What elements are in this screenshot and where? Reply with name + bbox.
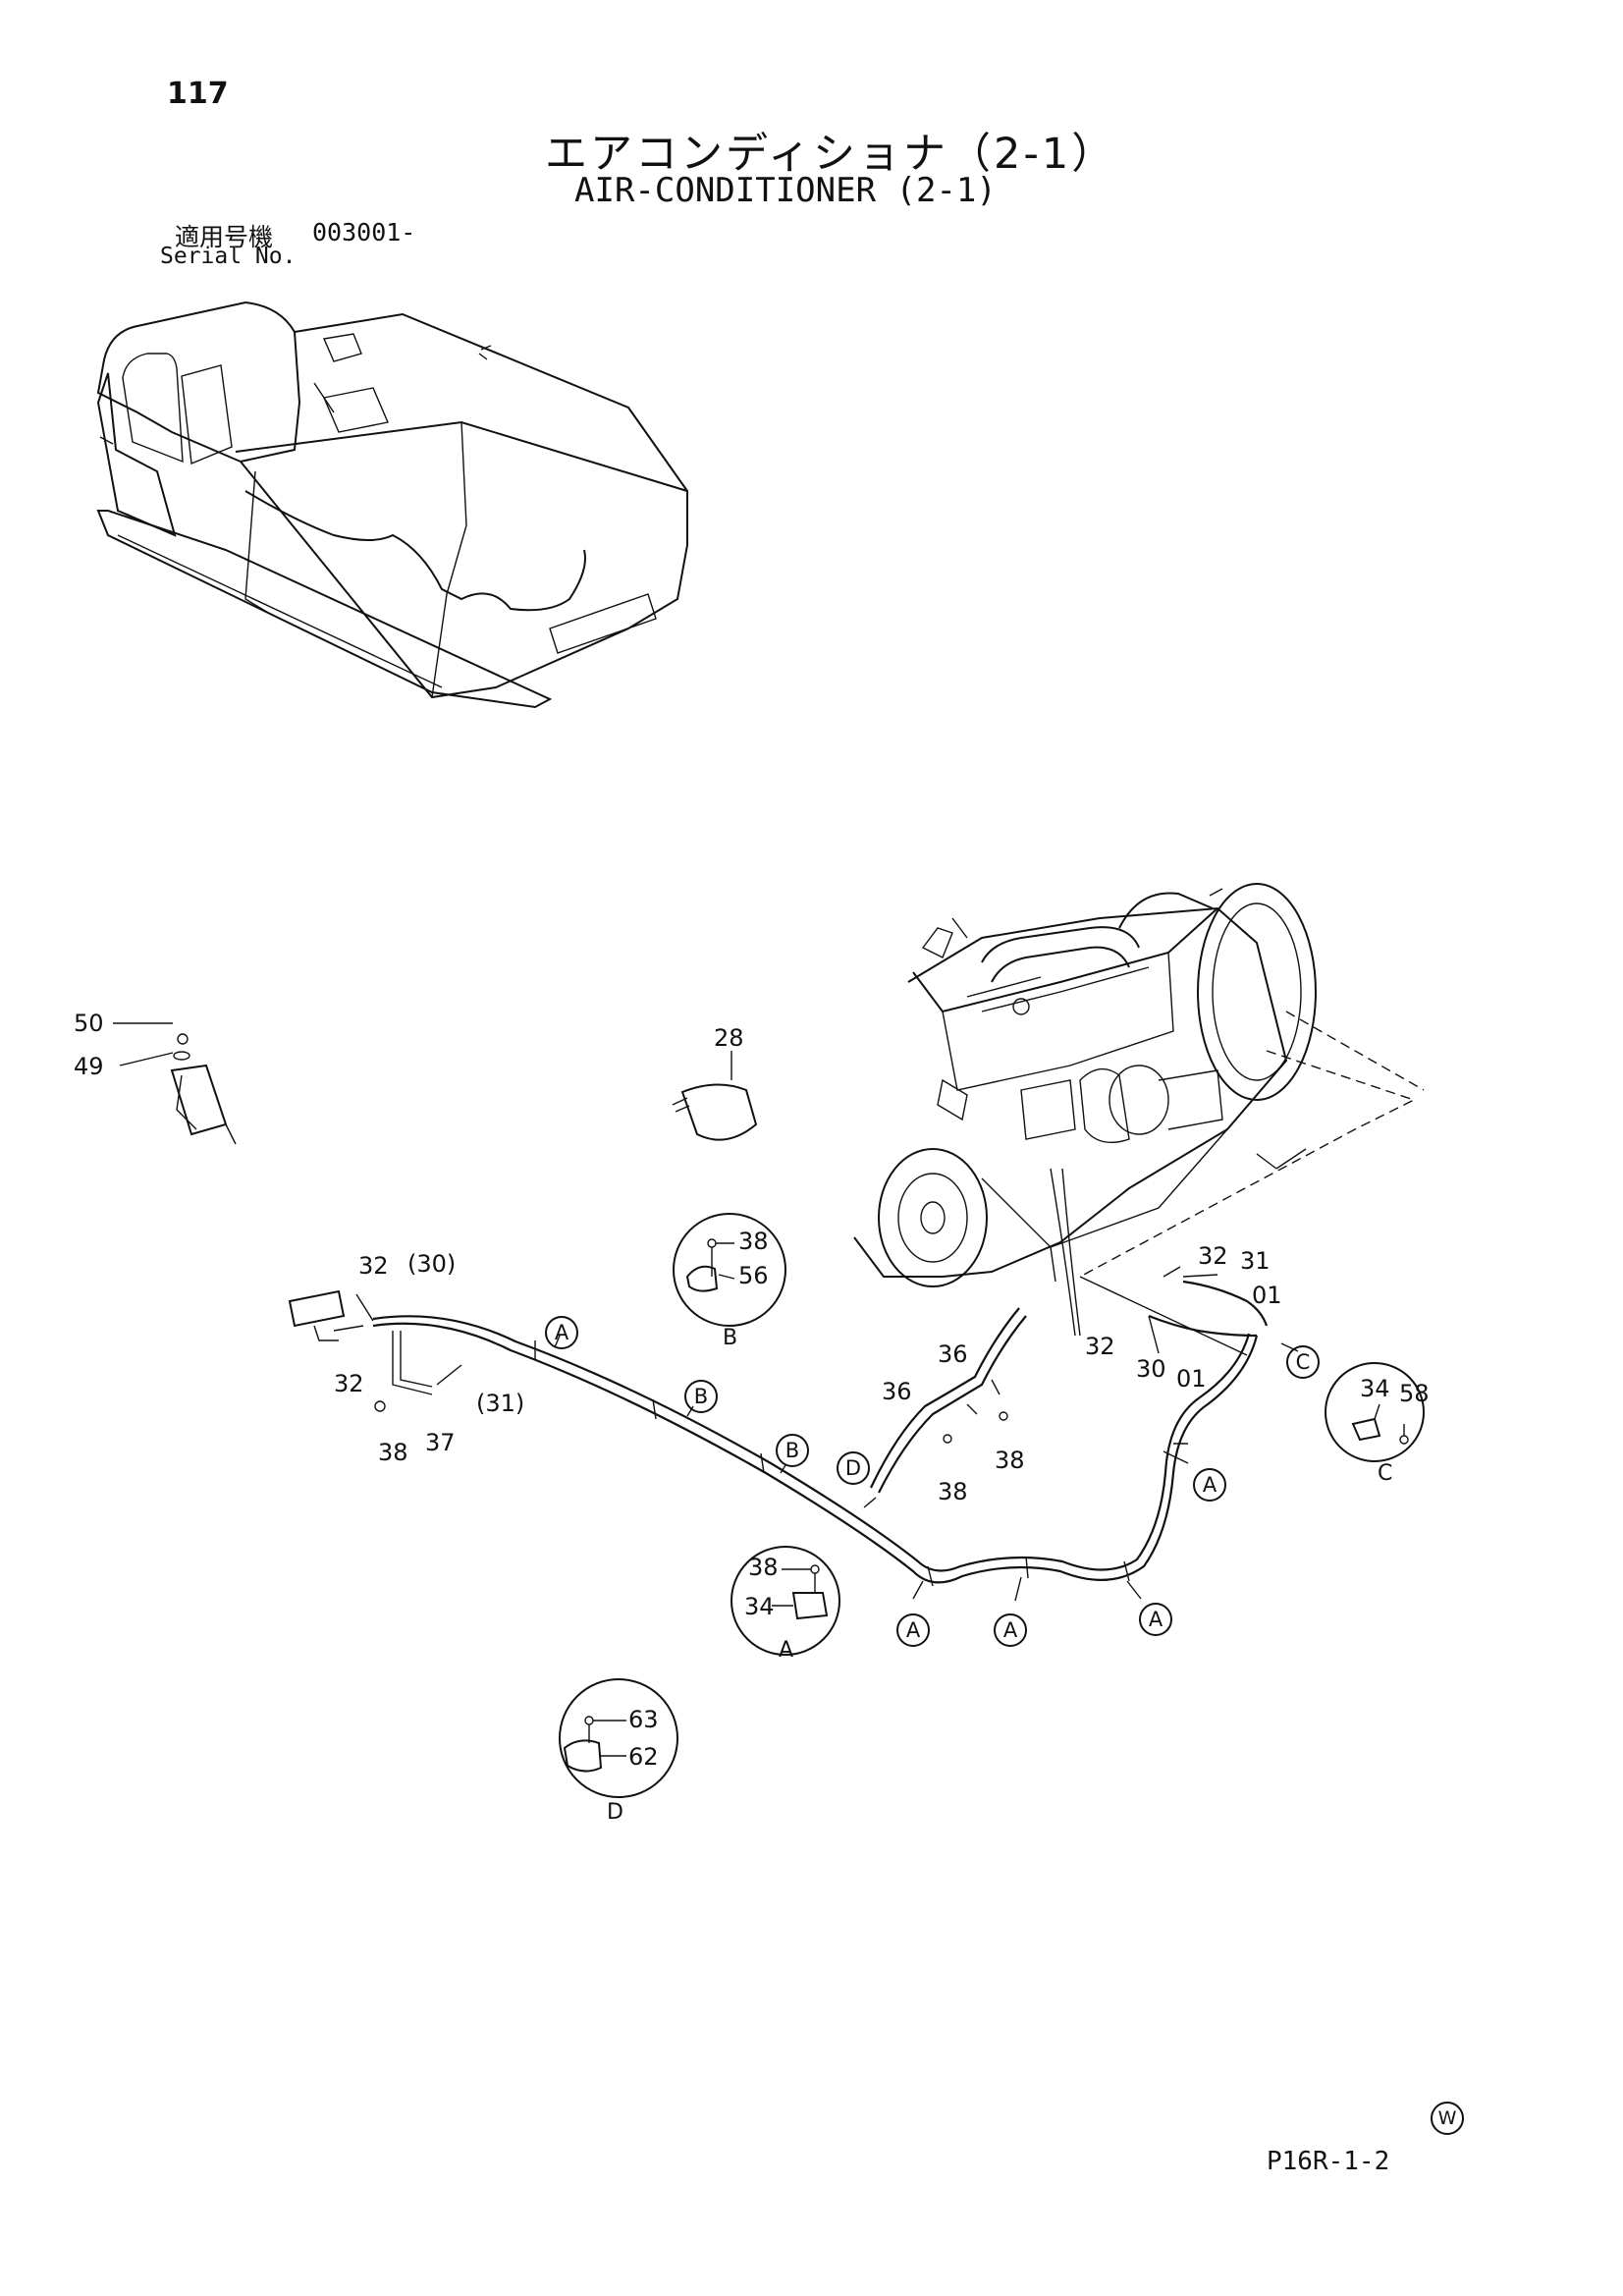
part-label-38-center: 38 [938,1478,968,1505]
serial-label-english: Serial No. [160,244,297,269]
part-label-58: 58 [1399,1380,1430,1407]
excavator-overview-drawing [96,301,688,709]
detail-view-c-label: C [1378,1461,1393,1486]
part-label-62: 62 [628,1743,659,1771]
callout-c-1: C [1286,1345,1320,1379]
part-label-32-lower-left: 32 [334,1370,364,1397]
part-label-38-right: 38 [995,1447,1025,1474]
expansion-valve-drawing [113,1022,237,1145]
callout-b-2: B [776,1434,809,1467]
callout-d-1: D [837,1451,870,1485]
part-label-32-engine-upper: 32 [1198,1242,1228,1270]
page-code: P16R-1-2 [1267,2147,1390,2176]
part-label-36-upper: 36 [938,1340,968,1368]
part-label-63: 63 [628,1706,659,1733]
watermark-symbol: W [1431,2102,1464,2135]
part-label-32-upper-left: 32 [358,1252,389,1280]
callout-a-1: A [545,1316,578,1349]
part-label-50: 50 [74,1010,104,1037]
part-label-38-view-b: 38 [738,1228,769,1255]
detail-view-d [559,1678,678,1798]
hose-routing-drawing [288,1266,1299,1602]
part-label-01-upper: 01 [1252,1282,1282,1309]
part-label-34-view-a: 34 [744,1593,775,1620]
part-label-31: 31 [1240,1247,1271,1275]
part-label-32-engine-lower: 32 [1085,1333,1115,1360]
detail-view-d-label: D [607,1800,623,1825]
part-label-56: 56 [738,1262,769,1289]
part-label-38-view-a: 38 [748,1554,779,1581]
detail-view-a-label: A [779,1638,794,1663]
callout-a-5: A [1139,1603,1172,1636]
part-label-49: 49 [74,1053,104,1080]
part-label-36-lower: 36 [882,1378,912,1405]
part-label-34-view-c: 34 [1360,1375,1390,1402]
detail-view-a [730,1546,840,1656]
part-label-30-reference: (30) [407,1250,457,1278]
callout-a-4: A [994,1613,1027,1647]
detail-view-c [1325,1362,1425,1462]
part-label-37: 37 [425,1429,456,1456]
callout-b-1: B [684,1380,718,1413]
detail-view-b [673,1213,786,1327]
band-clamp-drawing [672,1051,758,1141]
detail-view-b-label: B [723,1326,738,1350]
callout-a-3: A [896,1613,930,1647]
part-label-28: 28 [714,1024,744,1052]
part-label-01-lower: 01 [1176,1365,1207,1393]
page-number: 117 [167,77,229,111]
part-label-38-left: 38 [378,1439,408,1466]
page-title-japanese: エアコンディショナ（2-1） [545,130,1117,179]
page-title-english: AIR-CONDITIONER (2-1) [574,171,997,210]
callout-a-2: A [1193,1468,1226,1502]
part-label-30: 30 [1136,1355,1166,1383]
serial-number-value: 003001- [312,218,416,246]
engine-assembly-drawing [853,883,1425,1356]
part-label-31-reference: (31) [476,1390,525,1417]
serial-label-japanese: 適用号機 [175,223,274,251]
